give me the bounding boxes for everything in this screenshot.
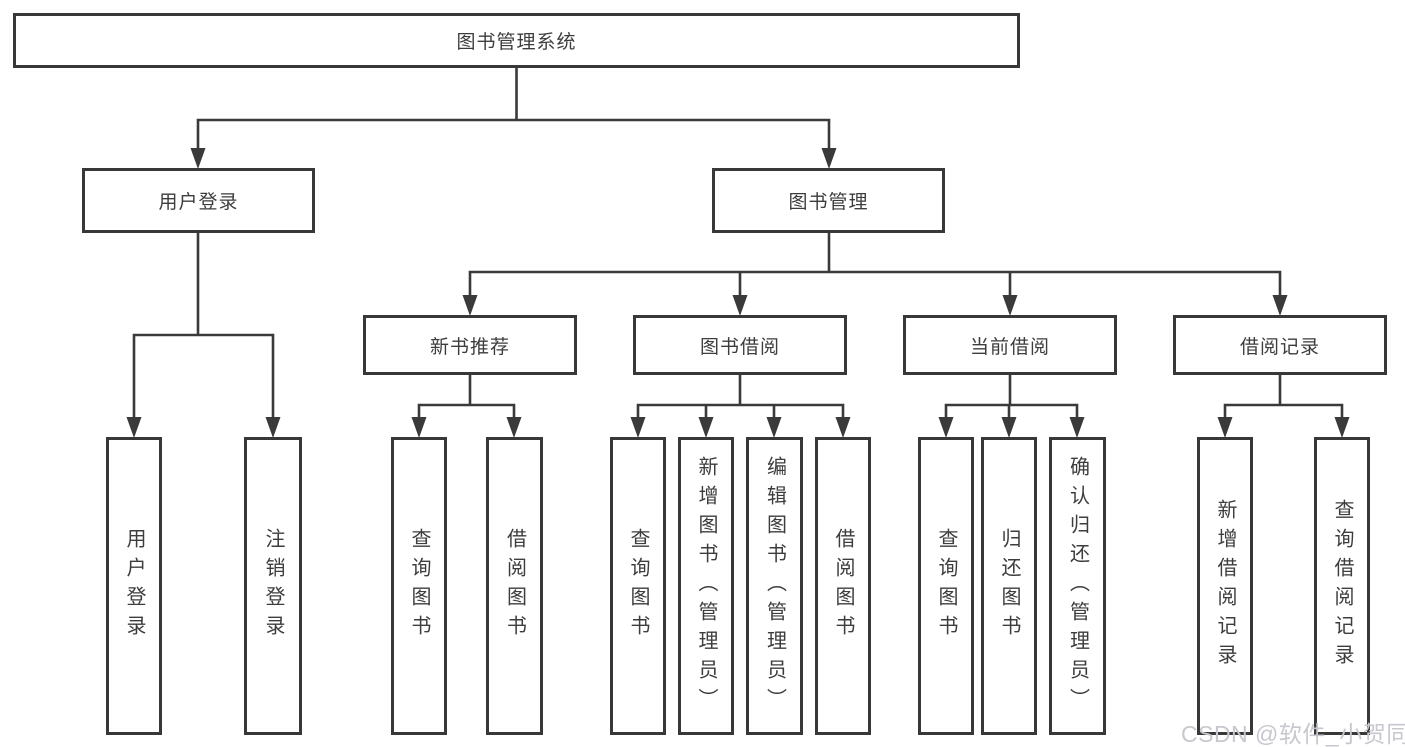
leaf-cb-query-books-label: 查询图书 [935, 528, 957, 644]
leaf-logout-label: 注销登录 [262, 528, 284, 644]
leaf-nb-query-books: 查询图书 [391, 437, 447, 735]
leaf-cb-return-books: 归还图书 [981, 437, 1037, 735]
node-book-management: 图书管理 [712, 168, 945, 233]
leaf-br-add-record: 新增借阅记录 [1197, 437, 1253, 735]
leaf-bb-edit-book-admin-label: 编辑图书（管理员） [763, 455, 786, 717]
node-new-book-recommendation-label: 新书推荐 [429, 336, 510, 358]
arrowhead [698, 417, 714, 438]
leaf-cb-confirm-return-admin-label: 确认归还（管理员） [1066, 455, 1089, 717]
leaf-bb-borrow-books: 借阅图书 [815, 437, 871, 735]
arrowhead [1002, 295, 1018, 316]
leaf-bb-add-book-admin-label: 新增图书（管理员） [695, 455, 717, 717]
arrowhead [462, 295, 478, 316]
node-current-borrowing: 当前借阅 [903, 315, 1117, 375]
connector-bookborrow-to-leaves [636, 373, 845, 421]
leaf-logout: 注销登录 [244, 437, 302, 735]
connector-bookmgmt-to-level3 [468, 231, 1282, 299]
leaf-bb-add-book-admin: 新增图书（管理员） [678, 437, 734, 735]
arrowhead [938, 417, 954, 438]
arrowhead [265, 417, 281, 438]
arrowhead [732, 295, 748, 316]
leaf-nb-query-books-label: 查询图书 [408, 528, 430, 644]
connector-newbooks-to-leaves [417, 373, 516, 421]
arrowhead [1272, 295, 1288, 316]
leaf-bb-query-books-label: 查询图书 [627, 528, 649, 644]
leaf-br-query-record: 查询借阅记录 [1314, 437, 1370, 735]
arrowhead [1334, 417, 1350, 438]
leaf-br-add-record-label: 新增借阅记录 [1214, 499, 1236, 673]
arrowhead [126, 417, 142, 438]
node-root: 图书管理系统 [13, 13, 1020, 68]
connector-root-to-level2 [196, 66, 831, 152]
arrowhead [835, 417, 851, 438]
node-root-label: 图书管理系统 [456, 32, 577, 53]
node-user-login: 用户登录 [82, 168, 315, 233]
node-book-borrowing-label: 图书借阅 [699, 336, 780, 358]
arrowhead [766, 417, 782, 438]
arrowhead [1069, 417, 1085, 438]
csdn-watermark: CSDN @软件_小贺同学 [1181, 721, 1405, 747]
leaf-nb-borrow-books: 借阅图书 [486, 437, 543, 735]
leaf-bb-borrow-books-label: 借阅图书 [832, 528, 854, 644]
connector-records-to-leaves [1223, 373, 1344, 421]
arrowhead [1001, 417, 1017, 438]
leaf-bb-query-books: 查询图书 [610, 437, 666, 735]
leaf-nb-borrow-books-label: 借阅图书 [503, 528, 526, 644]
leaf-cb-return-books-label: 归还图书 [998, 528, 1020, 644]
connector-userlogin-to-leaves [132, 231, 275, 421]
arrowhead [190, 148, 206, 169]
arrowhead [821, 148, 837, 169]
leaf-cb-confirm-return-admin: 确认归还（管理员） [1049, 437, 1106, 735]
node-book-management-label: 图书管理 [788, 192, 869, 213]
leaf-user-login: 用户登录 [106, 437, 162, 735]
node-book-borrowing: 图书借阅 [633, 315, 847, 375]
node-borrowing-records-label: 借阅记录 [1239, 336, 1320, 358]
node-current-borrowing-label: 当前借阅 [969, 336, 1050, 358]
arrowhead [411, 417, 427, 438]
leaf-user-login-label: 用户登录 [123, 528, 145, 644]
leaf-br-query-record-label: 查询借阅记录 [1331, 499, 1353, 673]
arrowhead [506, 417, 522, 438]
node-new-book-recommendation: 新书推荐 [363, 315, 577, 375]
leaf-cb-query-books: 查询图书 [918, 437, 974, 735]
node-borrowing-records: 借阅记录 [1173, 315, 1387, 375]
node-user-login-label: 用户登录 [158, 192, 239, 213]
arrowhead [1217, 417, 1233, 438]
leaf-bb-edit-book-admin: 编辑图书（管理员） [746, 437, 803, 735]
arrowhead [630, 417, 646, 438]
connector-currentborrow-to-leaves [944, 373, 1079, 421]
